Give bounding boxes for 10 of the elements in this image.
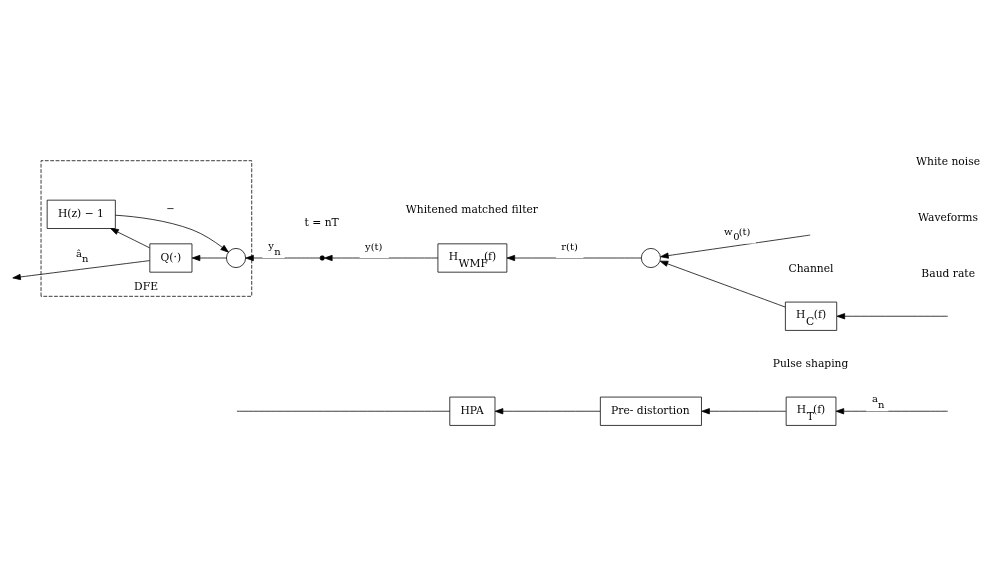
edge-label: r(t) [561, 240, 578, 252]
label: Waveforms [917, 211, 979, 225]
node-label: t = nT [304, 215, 339, 229]
node-label: Channel [788, 261, 834, 275]
edge-label: y(t) [365, 240, 383, 252]
edge-label: − [166, 202, 175, 214]
label: White noise [916, 155, 981, 169]
label: Baud rate [921, 266, 975, 280]
node-label: Pulse shaping [772, 356, 849, 370]
node-label: Whitened matched filter [405, 203, 538, 217]
